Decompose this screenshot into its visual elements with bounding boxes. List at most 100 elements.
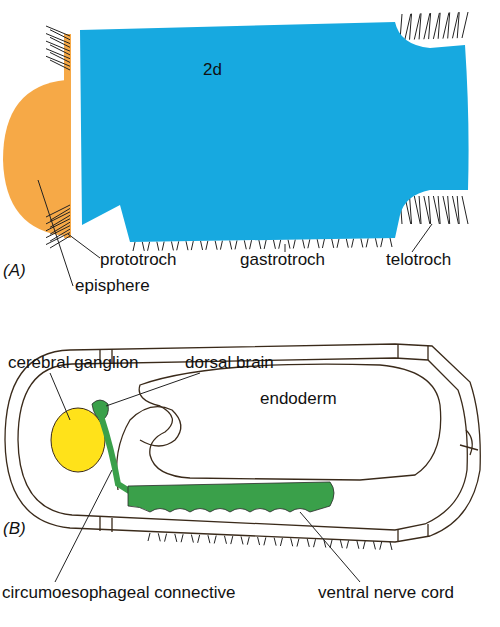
stomodeum <box>117 407 181 490</box>
region-label: 2d <box>203 61 222 80</box>
cilium <box>224 536 226 544</box>
region-outline <box>139 364 441 480</box>
endoderm-region: endoderm <box>120 360 450 485</box>
panel-letter: (A) <box>3 262 26 281</box>
cilium <box>181 534 183 542</box>
prototroch-band <box>100 517 112 532</box>
cilium <box>241 536 243 544</box>
telotroch-band <box>398 524 428 542</box>
cilium <box>235 240 237 249</box>
cilium <box>258 537 260 545</box>
cilium <box>462 12 468 38</box>
cilium <box>424 196 430 224</box>
cilium <box>410 14 412 40</box>
cilia <box>46 12 468 251</box>
cilium <box>148 533 150 541</box>
cilium <box>186 241 188 250</box>
cilium <box>375 238 377 247</box>
part-label: prototroch <box>100 251 177 270</box>
cilium <box>215 241 217 250</box>
cilium <box>429 196 431 224</box>
cilium <box>297 539 299 547</box>
cilium <box>366 238 368 247</box>
cilium <box>206 241 208 250</box>
region-shape <box>120 360 450 485</box>
cilium <box>352 239 354 248</box>
cilium <box>433 196 439 224</box>
part-label: gastrotroch <box>240 251 325 270</box>
cilium <box>244 240 246 249</box>
cilium <box>191 535 193 543</box>
cilium <box>273 240 275 249</box>
cilium <box>332 239 334 248</box>
cilium <box>340 540 342 548</box>
leader-line <box>50 373 70 420</box>
cilium <box>177 241 179 250</box>
cerebral-ganglion <box>51 408 105 472</box>
cilium <box>280 538 282 546</box>
cilium <box>288 240 290 249</box>
cilium <box>457 12 459 38</box>
region-label: endoderm <box>260 390 337 409</box>
ciliary-bands <box>100 344 478 542</box>
cilium <box>264 240 266 249</box>
part-label: episphere <box>75 277 150 296</box>
cilium <box>198 535 200 543</box>
leader-line <box>68 234 100 258</box>
cilium <box>373 541 375 549</box>
episphere-region <box>3 80 66 236</box>
cilium <box>443 13 449 39</box>
cilium <box>274 538 276 546</box>
cilium <box>433 13 439 39</box>
cilium <box>448 196 450 224</box>
cilium <box>46 41 70 51</box>
part-label: telotroch <box>386 251 451 270</box>
cilium <box>424 13 430 39</box>
cilium <box>414 196 420 224</box>
cilium <box>414 14 420 40</box>
cilium <box>380 542 382 550</box>
cilium <box>357 541 359 549</box>
leader-line <box>38 180 73 286</box>
cilium <box>443 196 449 224</box>
cilium <box>308 239 310 248</box>
cilium <box>133 242 135 251</box>
cilium <box>438 13 440 39</box>
cilium <box>452 196 458 224</box>
leader-line <box>106 373 200 406</box>
cilium <box>250 240 252 249</box>
cilium <box>410 196 412 224</box>
cilium <box>208 535 210 543</box>
anus <box>460 430 478 455</box>
cell-lineage-region: 2d <box>78 15 473 247</box>
cilium <box>452 12 458 38</box>
cilium <box>448 12 450 38</box>
cilium <box>148 242 150 251</box>
leader-line <box>55 470 112 582</box>
cilium <box>429 13 431 39</box>
cilium <box>419 196 421 224</box>
cilium <box>303 239 305 248</box>
cilium <box>220 241 222 250</box>
cilium <box>214 535 216 543</box>
cilium <box>390 542 392 550</box>
cilium <box>46 34 70 44</box>
part-label: circumoesophageal connective <box>2 584 235 603</box>
cilium <box>259 240 261 249</box>
cilium <box>191 241 193 250</box>
cilium <box>175 534 177 542</box>
cilium <box>50 208 70 220</box>
leader-lines <box>50 373 360 582</box>
cilium <box>419 13 421 39</box>
cilium <box>46 49 70 59</box>
cilium <box>307 539 309 547</box>
part-label: cerebral ganglion <box>8 354 138 373</box>
cilium <box>142 242 144 251</box>
cilium <box>279 240 281 249</box>
prototroch-gap <box>71 34 79 238</box>
cilium <box>346 239 348 248</box>
cilium <box>363 541 365 549</box>
cilium <box>405 14 411 40</box>
cilium <box>171 241 173 250</box>
cilium <box>165 534 167 542</box>
